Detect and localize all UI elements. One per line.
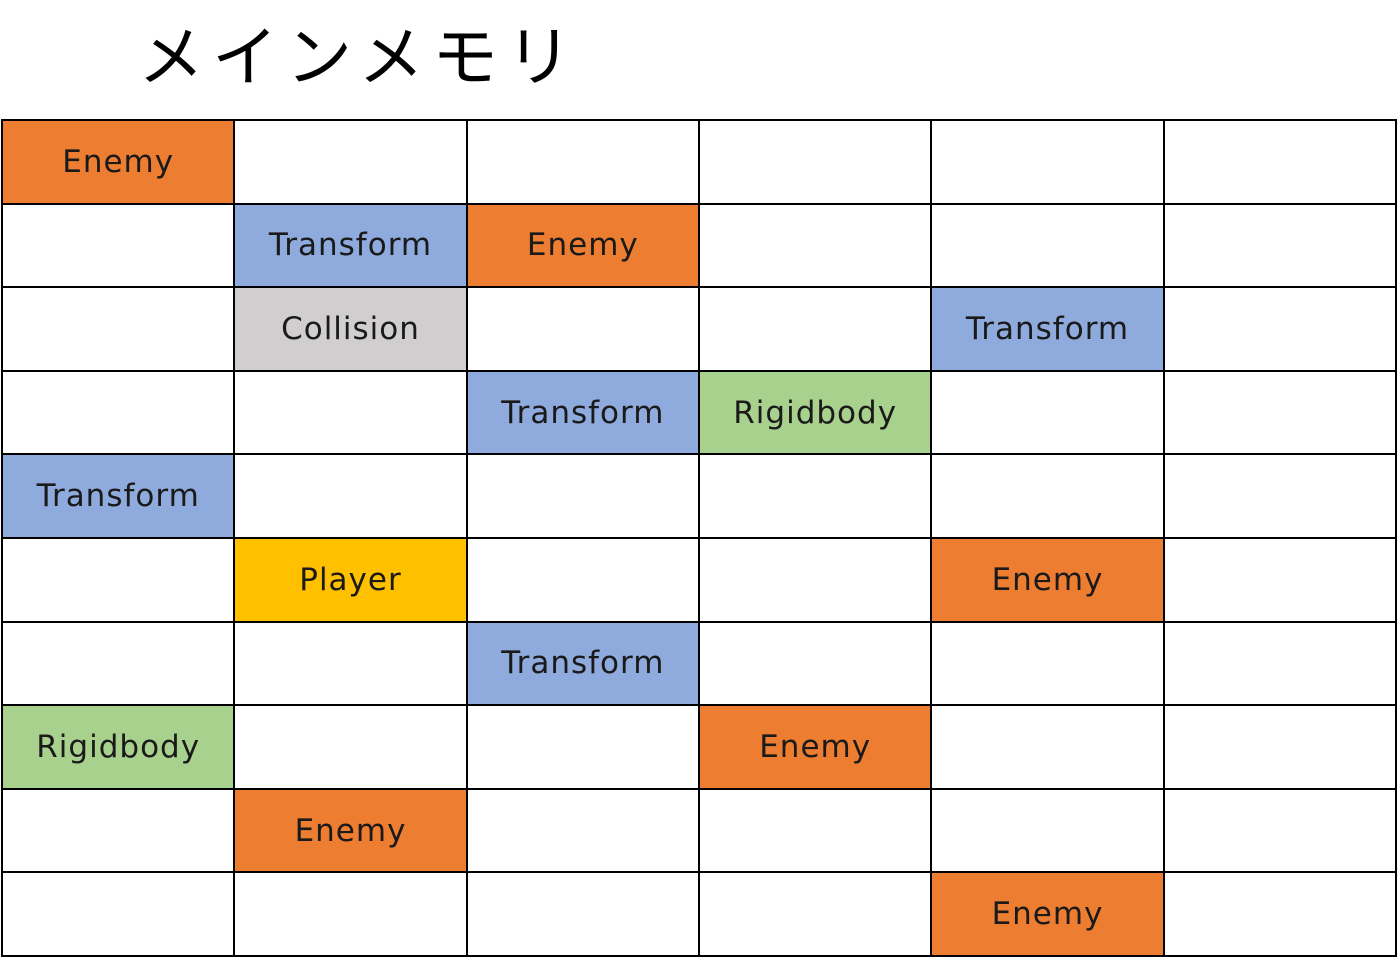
memory-cell-empty [1164,121,1397,205]
memory-cell-empty [1164,288,1397,372]
memory-cell-empty [932,121,1165,205]
memory-cell-empty [235,873,468,957]
memory-cell-empty [1164,706,1397,790]
memory-cell-empty [1164,538,1397,623]
memory-cell-empty [3,873,236,957]
memory-cell-rigidbody: Rigidbody [3,706,236,790]
memory-cell-transform: Transform [3,455,236,539]
memory-cell-empty [467,706,700,790]
memory-cell-enemy: Enemy [932,538,1165,623]
memory-cell-transform: Transform [932,288,1165,372]
memory-cell-empty [1164,622,1397,707]
memory-cell-empty [699,121,933,205]
memory-cell-empty [467,455,700,539]
memory-cell-empty [699,873,933,957]
memory-cell-empty [235,121,468,205]
memory-cell-empty [699,455,933,539]
memory-cell-transform: Transform [467,371,700,456]
memory-cell-empty [467,538,700,623]
memory-cell-empty [932,789,1165,874]
memory-cell-enemy: Enemy [3,121,236,205]
memory-cell-empty [699,288,933,372]
memory-cell-empty [932,204,1165,289]
memory-cell-empty [1164,789,1397,874]
memory-cell-empty [235,622,468,707]
page-title: メインメモリ [138,19,581,96]
memory-cell-empty [699,789,933,874]
memory-cell-empty [1164,873,1397,957]
memory-cell-empty [932,622,1165,707]
memory-cell-empty [3,622,236,707]
memory-cell-empty [3,538,236,623]
memory-cell-empty [467,121,700,205]
memory-cell-enemy: Enemy [699,706,933,790]
memory-cell-empty [699,204,933,289]
memory-cell-empty [235,371,468,456]
memory-cell-player: Player [235,538,468,623]
memory-cell-rigidbody: Rigidbody [699,371,933,456]
memory-cell-collision: Collision [235,288,468,372]
memory-cell-empty [932,706,1165,790]
memory-cell-empty [932,455,1165,539]
memory-cell-enemy: Enemy [467,204,700,289]
memory-cell-empty [699,538,933,623]
memory-cell-transform: Transform [235,204,468,289]
memory-cell-empty [699,622,933,707]
memory-cell-empty [3,288,236,372]
memory-cell-enemy: Enemy [932,873,1165,957]
memory-cell-empty [1164,371,1397,456]
memory-cell-enemy: Enemy [235,789,468,874]
memory-cell-empty [467,789,700,874]
memory-cell-empty [235,706,468,790]
memory-cell-empty [1164,455,1397,539]
memory-cell-empty [467,873,700,957]
memory-cell-empty [3,204,236,289]
memory-cell-transform: Transform [467,622,700,707]
memory-cell-empty [1164,204,1397,289]
memory-cell-empty [235,455,468,539]
memory-cell-empty [3,371,236,456]
memory-cell-empty [3,789,236,874]
memory-cell-empty [932,371,1165,456]
memory-cell-empty [467,288,700,372]
